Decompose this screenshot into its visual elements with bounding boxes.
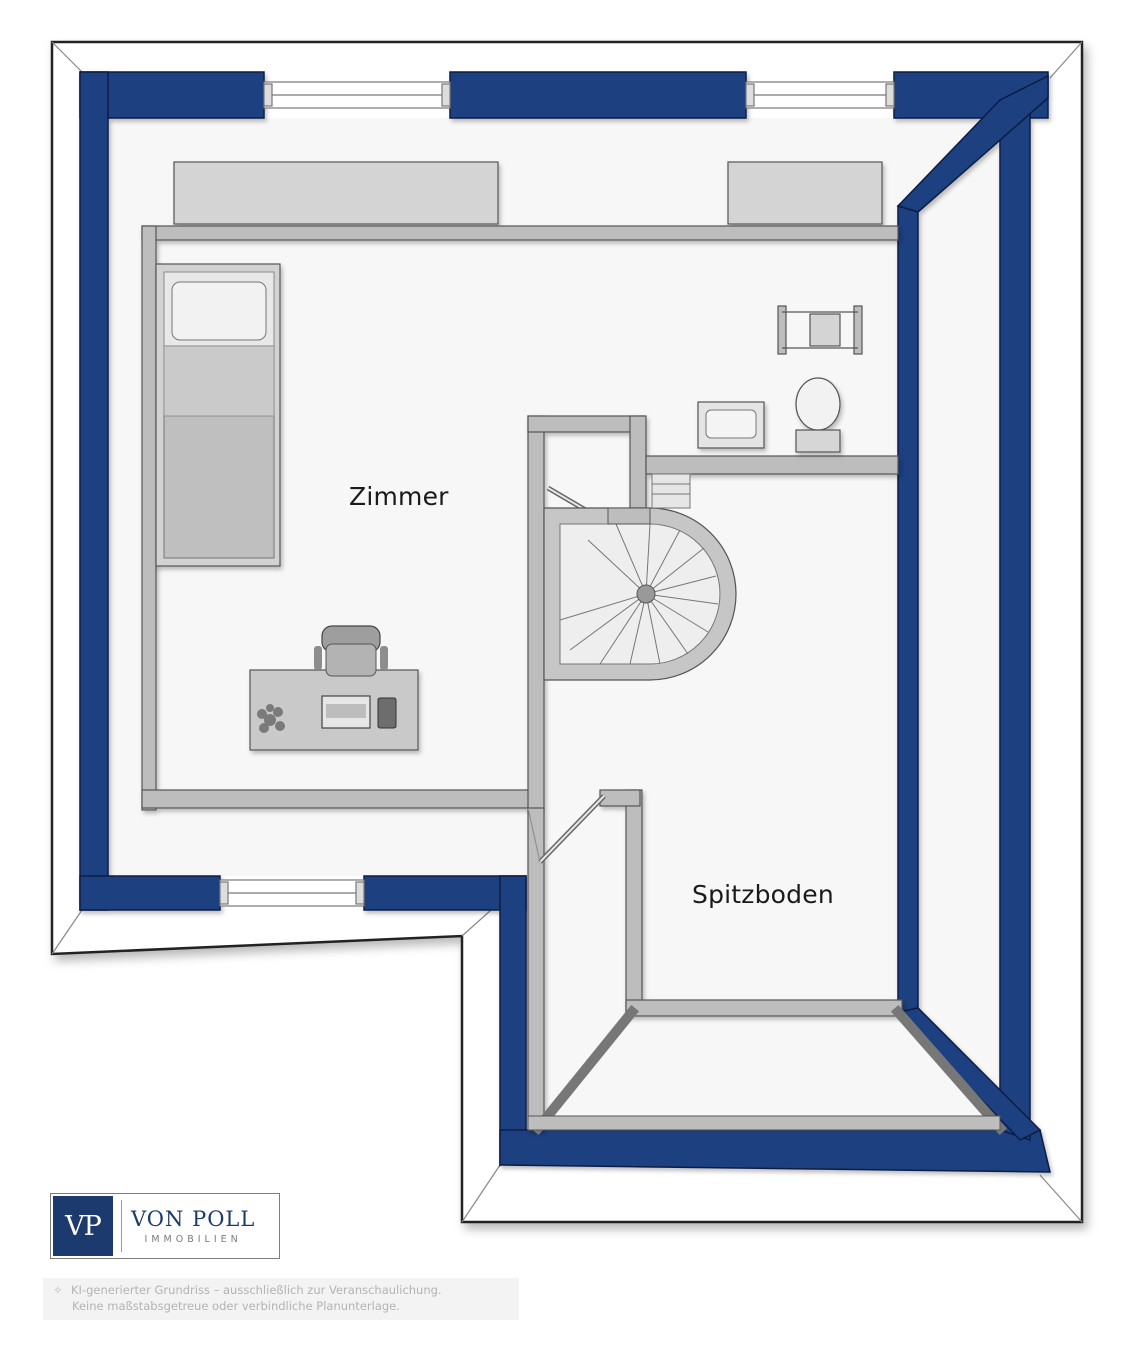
wall-top-middle <box>449 71 747 119</box>
chair-icon <box>314 625 388 677</box>
wall-bottom-left-a <box>79 875 221 911</box>
exterior-walls <box>79 71 1051 1173</box>
slab-edges <box>51 41 1083 1223</box>
disclaimer-line-1: KI-generierter Grundriss – ausschließlic… <box>71 1283 442 1297</box>
disclaimer-box: ✧ KI-generierter Grundriss – ausschließli… <box>43 1278 519 1320</box>
phone-icon <box>377 697 397 729</box>
logo-text: VON POLL IMMOBILIEN <box>131 1207 255 1245</box>
plant-icon <box>257 704 285 733</box>
room-label-spitzboden: Spitzboden <box>692 880 834 909</box>
logo-subtitle: IMMOBILIEN <box>144 1234 242 1245</box>
storage-cabinets <box>173 161 883 225</box>
spiral-stair-icon <box>543 473 737 681</box>
interior-walls <box>141 225 903 1131</box>
disclaimer-line-2: Keine maßstabsgetreue oder verbindliche … <box>72 1299 400 1313</box>
wall-roofline <box>897 204 919 1013</box>
knee-wall-bottom <box>530 1004 1008 1136</box>
toilet-icon <box>795 377 841 453</box>
washbasin-icon <box>697 401 765 449</box>
room-label-zimmer: Zimmer <box>349 482 449 511</box>
brand-logo: VP VON POLL IMMOBILIEN <box>50 1193 280 1259</box>
bed-icon <box>155 263 281 567</box>
window-icon <box>745 81 895 109</box>
wall-diagonal-top <box>896 74 1049 213</box>
door-icon <box>527 794 606 864</box>
logo-divider <box>121 1200 122 1252</box>
logo-mark: VP <box>53 1196 113 1256</box>
sparkle-icon: ✧ <box>53 1283 63 1297</box>
windows <box>219 81 895 907</box>
wall-left <box>79 71 109 911</box>
wall-right <box>999 99 1031 1142</box>
wall-inner-step <box>499 875 527 1168</box>
logo-name: VON POLL <box>131 1207 256 1231</box>
window-icon <box>263 81 451 109</box>
window-icon <box>219 879 365 907</box>
laptop-icon <box>321 695 371 729</box>
towel-rack-icon <box>777 305 863 355</box>
wall-bottom <box>499 1129 1051 1173</box>
